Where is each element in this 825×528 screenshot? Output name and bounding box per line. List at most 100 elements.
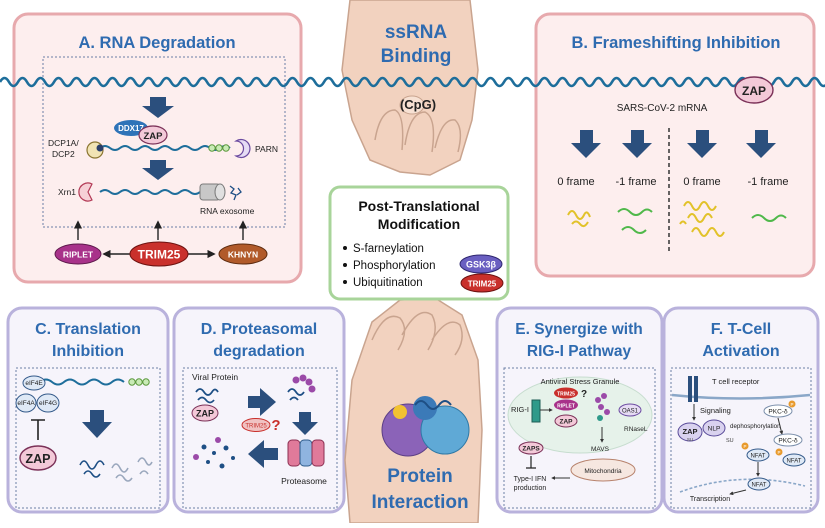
- frame-label-1: 0 frame: [557, 176, 594, 188]
- eif4g-protein: [36, 393, 60, 413]
- nfat-2: [782, 453, 806, 467]
- panel-c-zap-label: ZAP: [26, 452, 51, 466]
- ptm-bullet-3: [343, 280, 347, 284]
- frame-arrow-3: [687, 130, 717, 158]
- protein-spheres: [381, 396, 470, 457]
- eif4g-label: eIF4G: [39, 400, 57, 407]
- protein-interaction-title-2: Interaction: [371, 492, 468, 513]
- panel-e-trim25-badge: [554, 387, 578, 399]
- ssrna-strand: [0, 76, 825, 88]
- rna-exosome-icon: [199, 183, 242, 201]
- pkc-delta-1-label: PKC-δ: [768, 409, 788, 416]
- dephos-label: dephosphorylation: [730, 423, 781, 430]
- panel-c-inhibit-line: [31, 419, 45, 440]
- panel-a-arrow-down-2: [142, 160, 174, 180]
- ptm-box: [328, 185, 510, 301]
- phospho-p-2: [741, 442, 749, 450]
- gsk3b-badge: [459, 254, 503, 274]
- proteasome-icon: [287, 439, 325, 467]
- panel-f-zap-label: ZAP: [683, 427, 698, 436]
- stress-granule-area: [507, 376, 653, 454]
- proteasome-label: Proteasome: [281, 476, 327, 486]
- panel-d-arrow-left: [248, 440, 278, 468]
- ptm-item-3: Ubiquitination: [353, 277, 423, 289]
- cpg-label: (CpG): [400, 97, 436, 112]
- panel-e-zap-label: ZAP: [560, 419, 574, 426]
- panel-a-arrow-down-1: [142, 97, 174, 118]
- granule-label: Antiviral Stress Granule: [541, 377, 620, 386]
- su-label: SU: [726, 438, 734, 444]
- panel-c-title-1: C. Translation: [35, 321, 141, 338]
- frame-label-2: -1 frame: [616, 176, 657, 188]
- nlp-protein: [702, 419, 726, 437]
- transcription-label: Transcription: [690, 496, 730, 503]
- nfat-3: [747, 477, 771, 491]
- riplet-label: RIPLET: [63, 250, 94, 260]
- panel-a-title: A. RNA Degradation: [78, 34, 235, 52]
- rnasel-label: RNaseL: [624, 426, 648, 433]
- trim25-badge-ptm: [460, 273, 504, 293]
- trim25-label-a: TRIM25: [138, 248, 181, 262]
- frame-label-3: 0 frame: [683, 176, 720, 188]
- oas1-label: OAS1: [622, 409, 639, 415]
- panel-f-zap-sub: SU: [687, 437, 693, 442]
- ifn-label-1: Type-I IFN: [514, 476, 547, 483]
- frame-arrow-4: [746, 130, 776, 158]
- rig-i-protein: [531, 399, 541, 423]
- eif4e-protein: [22, 375, 46, 391]
- ptm-bullet-1: [343, 246, 347, 250]
- dcp-label-line1: DCP1A/: [48, 138, 79, 148]
- ifn-label-2: production: [514, 485, 547, 492]
- eif4e-label: eIF4E: [25, 380, 43, 387]
- panel-d-inner-frame: [182, 367, 338, 509]
- panel-d-question: ?: [271, 417, 280, 434]
- zaps-inhibit: [526, 456, 536, 469]
- phospho-p-2-label: P: [743, 444, 746, 449]
- nfat-3-label: NFAT: [752, 483, 767, 489]
- tcr-icon: [688, 376, 698, 402]
- panel-a-zap-protein: [138, 125, 168, 145]
- trim25-label-ptm: TRIM25: [468, 280, 497, 289]
- panel-f-box: [662, 306, 820, 514]
- rig-i-label: RIG-I: [511, 405, 529, 414]
- dcp-label-line2: DCP2: [52, 149, 75, 159]
- parn-protein: [234, 138, 251, 159]
- panel-e-riplet-label: RIPLET: [557, 403, 575, 409]
- eif4a-protein: [15, 393, 37, 413]
- viral-protein-label: Viral Protein: [192, 372, 238, 382]
- peptide-fragments-icon: [193, 437, 235, 469]
- xrn1-protein: [78, 182, 93, 202]
- dcp-cap: [96, 144, 104, 152]
- panel-d-title-1: D. Proteasomal: [201, 321, 317, 338]
- nfat-1: [746, 448, 770, 462]
- nlp-label: NLP: [708, 426, 721, 433]
- parn-label: PARN: [255, 144, 278, 154]
- viral-protein-icon: [195, 388, 219, 404]
- oas1-badge: [618, 403, 642, 417]
- panel-e-inner-frame: [503, 367, 656, 509]
- transcription-arrow: [729, 489, 747, 496]
- nucleus-membrane: [679, 478, 806, 493]
- nfat-1-label: NFAT: [751, 454, 766, 460]
- nfat-2-label: NFAT: [787, 459, 802, 465]
- pkc-arrow: [777, 417, 784, 435]
- panel-a-rna-2: [99, 189, 201, 195]
- panel-f-inner-frame: [670, 367, 812, 509]
- protein-product-m1-frame-right: [751, 214, 787, 222]
- panel-b-zap-label: ZAP: [742, 84, 766, 98]
- panel-e-zap-protein: [554, 414, 578, 428]
- panel-e-ubiquitin-chain: [595, 393, 610, 421]
- panel-f-title-1: F. T-Cell: [711, 321, 771, 338]
- ptm-bullet-2: [343, 263, 347, 267]
- ptm-item-2: Phosphorylation: [353, 260, 435, 272]
- hand-top-illustration: [341, 0, 479, 176]
- panel-e-title-2: RIG-I Pathway: [527, 343, 632, 360]
- panel-d-arrow-right: [248, 388, 276, 416]
- gsk3b-label: GSK3β: [466, 260, 497, 270]
- panel-c-rna: [39, 378, 125, 386]
- panel-c-inner-frame: [15, 367, 161, 509]
- panel-a-zap-label: ZAP: [144, 131, 164, 142]
- panel-a-box: [12, 12, 303, 284]
- panel-b-zap-protein: [734, 76, 774, 104]
- panel-d-zap-label: ZAP: [196, 409, 214, 419]
